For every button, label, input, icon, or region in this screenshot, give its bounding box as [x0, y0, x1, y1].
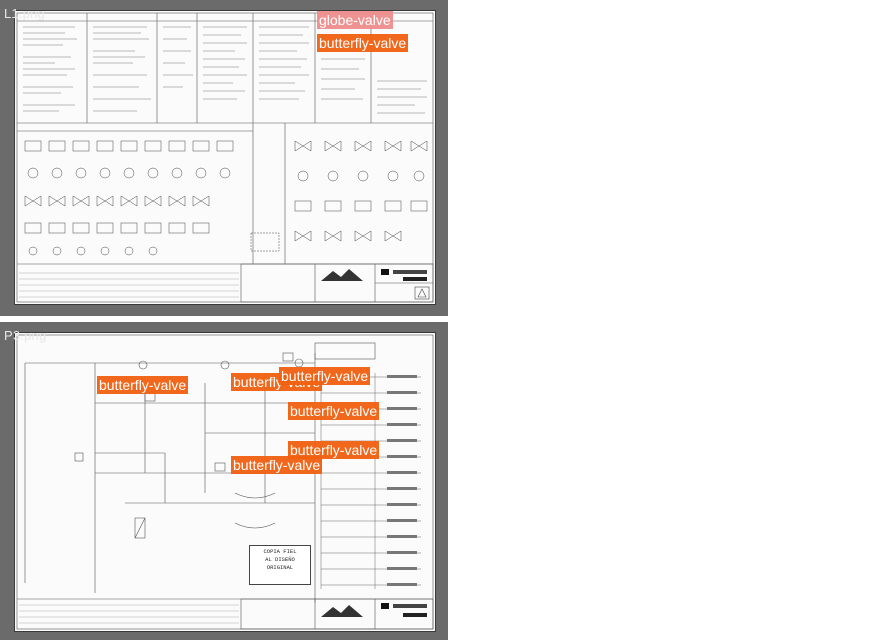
certified-copy-stamp: COPIA FIEL AL DISEÑO ORIGINAL	[249, 545, 311, 585]
globe-valve-annotation: globe-valve	[317, 11, 393, 29]
legend-drawing	[16, 12, 434, 303]
image-panel-l1: L1.png	[0, 0, 448, 316]
butterfly-valve-annotation: butterfly-valve	[288, 441, 380, 459]
image-filename: P3.png	[4, 328, 47, 343]
company-logo	[321, 269, 363, 281]
stamp-line: COPIA FIEL	[263, 548, 297, 555]
butterfly-valve-annotation: butterfly-valve	[97, 376, 189, 394]
company-logo	[321, 605, 363, 617]
butterfly-valve-annotation: butterfly-valve	[288, 402, 380, 420]
stamp-line: AL DISEÑO	[265, 556, 295, 563]
image-filename: L1.png	[4, 6, 45, 21]
butterfly-valve-annotation: butterfly-valve	[279, 367, 371, 385]
pid-drawing	[16, 334, 434, 630]
legend-drawing-sheet	[14, 10, 436, 305]
image-panel-p3: P3.png	[0, 322, 448, 640]
stamp-line: ORIGINAL	[266, 564, 294, 571]
butterfly-valve-annotation: butterfly-valve	[231, 456, 323, 474]
pid-drawing-sheet: COPIA FIEL AL DISEÑO ORIGINAL	[14, 332, 436, 632]
butterfly-valve-annotation: butterfly-valve	[317, 34, 409, 52]
